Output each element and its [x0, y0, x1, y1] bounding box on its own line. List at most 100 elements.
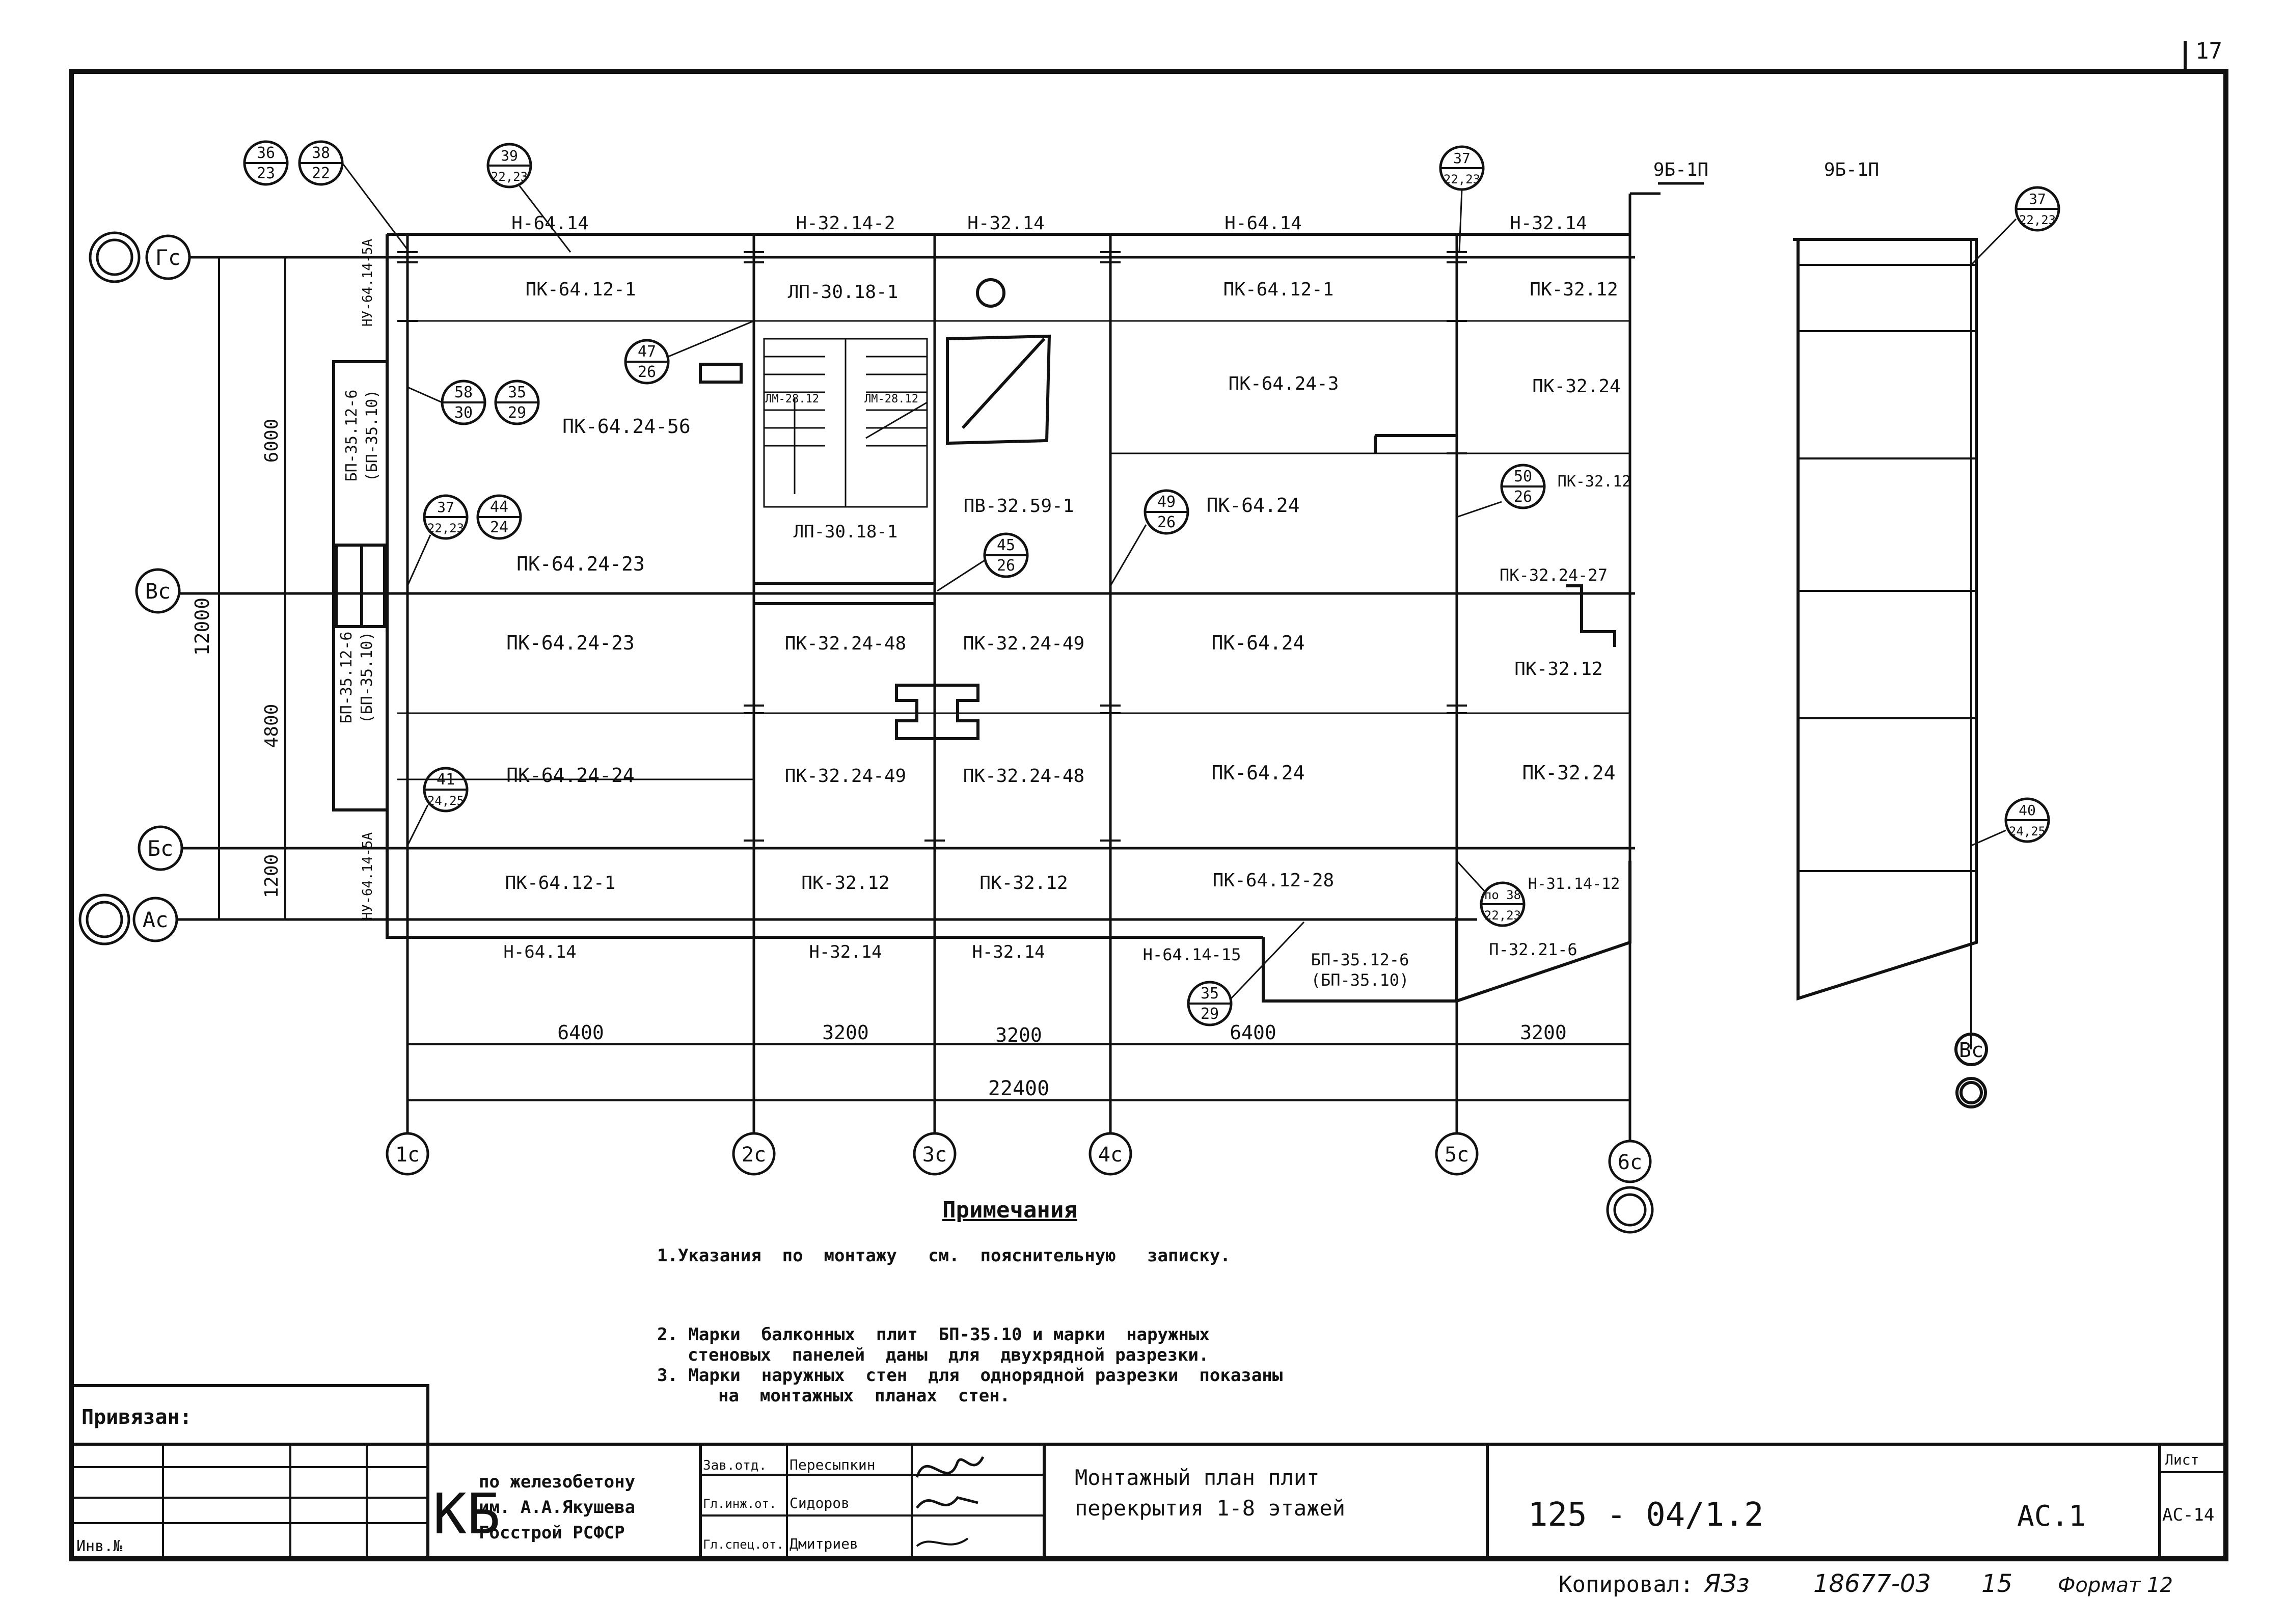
callout-bubble: 37 22,23 [423, 494, 469, 540]
callout-ref: 24 [490, 519, 508, 536]
callout-leader [1971, 829, 2006, 847]
callout-num: по 38 [1484, 888, 1521, 902]
axis-label-col: 2с [742, 1143, 766, 1167]
note-item: 1.Указания по монтажу см. пояснительную … [657, 1246, 1231, 1266]
callout-num: 58 [454, 384, 473, 401]
side-lintel: НУ-64.14-5А [360, 239, 375, 327]
slab-label: ПВ-32.59-1 [964, 496, 1074, 517]
section-label: 9Б-1П [1653, 159, 1708, 180]
callout-num: 36 [257, 144, 275, 162]
balcony-label: БП-35.12-6 [338, 632, 356, 724]
callout-leader [1970, 218, 2017, 266]
slab-labels: ПК-64.12-1 ЛП-30.18-1 ПК-64.12-1 ПК-32.1… [505, 279, 1631, 894]
callout-bubble: 38 22 [298, 140, 344, 186]
callout-ref: 29 [1201, 1005, 1219, 1023]
callout-bubble: 37 22,23 [1439, 145, 1485, 191]
callout-num: 45 [997, 536, 1015, 554]
callout-ref: 26 [997, 557, 1015, 575]
callout-ref: 22,23 [2019, 213, 2056, 227]
balcony-label: (БП-35.10) [1311, 970, 1409, 990]
callout-bubble: 37 22,23 [2015, 186, 2060, 232]
axis-label-col: 6с [1618, 1151, 1642, 1174]
balcony-label: БП-35.12-6 [343, 390, 361, 482]
callout-num: 47 [638, 343, 656, 361]
axis-label-col: 3с [922, 1143, 947, 1167]
axis-label-row: Гс [155, 245, 181, 270]
section-label: 9Б-1П [1824, 159, 1879, 180]
axis-bubbles [78, 231, 1654, 1234]
note-item: 2. Марки балконных плит БП-35.10 и марки… [657, 1324, 1210, 1345]
callout-ref: 22,23 [1484, 908, 1521, 923]
callout-bubble: 36 23 [243, 140, 289, 186]
callout-bubble: 44 24 [476, 494, 522, 540]
slab-label: ПК-64.12-28 [1213, 870, 1334, 891]
callout-leader [406, 534, 431, 586]
callout-ref: 26 [1157, 513, 1176, 531]
callout-ref: 30 [454, 404, 473, 422]
callout-bubble: 41 24,25 [423, 767, 469, 813]
axis-label-row: Ас [143, 907, 169, 932]
balcony-label: БП-35.12-6 [1311, 950, 1409, 969]
callout-bubble: 39 22,23 [486, 143, 532, 188]
stair-label: ЛМ-28.12 [765, 393, 819, 405]
callout-leader [668, 320, 754, 358]
axis-label-row: Вс [145, 579, 171, 604]
dim-bottom: 6400 [557, 1021, 604, 1044]
axis-label-col: 1с [395, 1143, 420, 1167]
callout-bubble: 35 29 [494, 380, 540, 425]
callout-leader [407, 386, 443, 403]
axis-label-row: Бс [148, 836, 174, 861]
balcony-label: (БП-35.10) [363, 390, 381, 482]
callout-ref: 22,23 [491, 170, 528, 184]
callout-bubble: 49 26 [1144, 489, 1189, 535]
dim-bottom: 3200 [995, 1024, 1042, 1046]
dim-bottom: 6400 [1230, 1021, 1276, 1044]
slab-label: ПК-32.24-49 [785, 766, 906, 787]
callout-ref: 22 [312, 165, 330, 182]
note-item: стеновых панелей даны для двухрядной раз… [688, 1345, 1209, 1365]
note-item: 3. Марки наружных стен для однорядной ра… [657, 1365, 1283, 1386]
slab-label: ПК-64.24-23 [516, 553, 645, 575]
callout-leader [1458, 189, 1463, 253]
callout-num: 35 [1201, 985, 1219, 1003]
dim-total: 22400 [988, 1077, 1049, 1100]
callout-ref: 24,25 [427, 794, 464, 808]
callout-leader [1456, 501, 1502, 518]
callout-leader [937, 559, 985, 592]
callout-bubble: 35 29 [1187, 981, 1233, 1026]
lintel-label: Н-31.14-12 [1528, 875, 1620, 893]
stair-label: ЛМ-28.12 [864, 393, 918, 405]
slab-label: ПК-64.24-23 [506, 632, 635, 654]
slab-label: ПК-32.12 [1514, 659, 1602, 680]
dim-left: 6000 [261, 419, 282, 463]
callout-bubble: 47 26 [624, 339, 670, 385]
callout-bubble: 50 26 [1500, 464, 1546, 509]
slab-label: ПК-64.24-56 [562, 415, 691, 438]
lintel-label: Н-64.14 [511, 213, 589, 234]
slab-label: ПК-32.12 [979, 873, 1068, 894]
section-view [1793, 238, 1988, 1108]
callout-bubble: 58 30 [441, 380, 486, 425]
section-axis-label: Вс [1959, 1039, 1983, 1062]
callout-num: 37 [2029, 191, 2046, 207]
slab-label: ЛП-30.18-1 [794, 522, 898, 542]
callouts: 36 23 38 22 39 22,23 37 22,23 47 26 [243, 140, 2060, 1026]
callout-bubble: 40 24,25 [2004, 797, 2050, 843]
callout-ref: 24,25 [2009, 824, 2046, 838]
callout-num: 41 [437, 771, 455, 789]
sheet-frame: 17 [69, 38, 2228, 1561]
axis-label-col: 4с [1098, 1143, 1123, 1167]
slab-label: ПК-32.24-48 [785, 633, 906, 654]
lintel-label: Н-64.14 [503, 942, 576, 962]
slab-label: ПК-32.24 [1522, 762, 1615, 784]
slab-label: ПК-64.24-24 [506, 764, 635, 787]
callout-num: 50 [1514, 468, 1532, 485]
side-lintel: НУ-64.14-5А [360, 832, 375, 921]
slab-label: ЛП-30.18-1 [788, 282, 899, 303]
dim-left: 4800 [261, 704, 282, 748]
slab-label: ПК-64.24 [1211, 762, 1304, 784]
callout-num: 49 [1157, 493, 1176, 511]
notes-heading: Примечания [942, 1197, 1077, 1223]
slab-label: ПК-64.24-3 [1229, 373, 1339, 394]
